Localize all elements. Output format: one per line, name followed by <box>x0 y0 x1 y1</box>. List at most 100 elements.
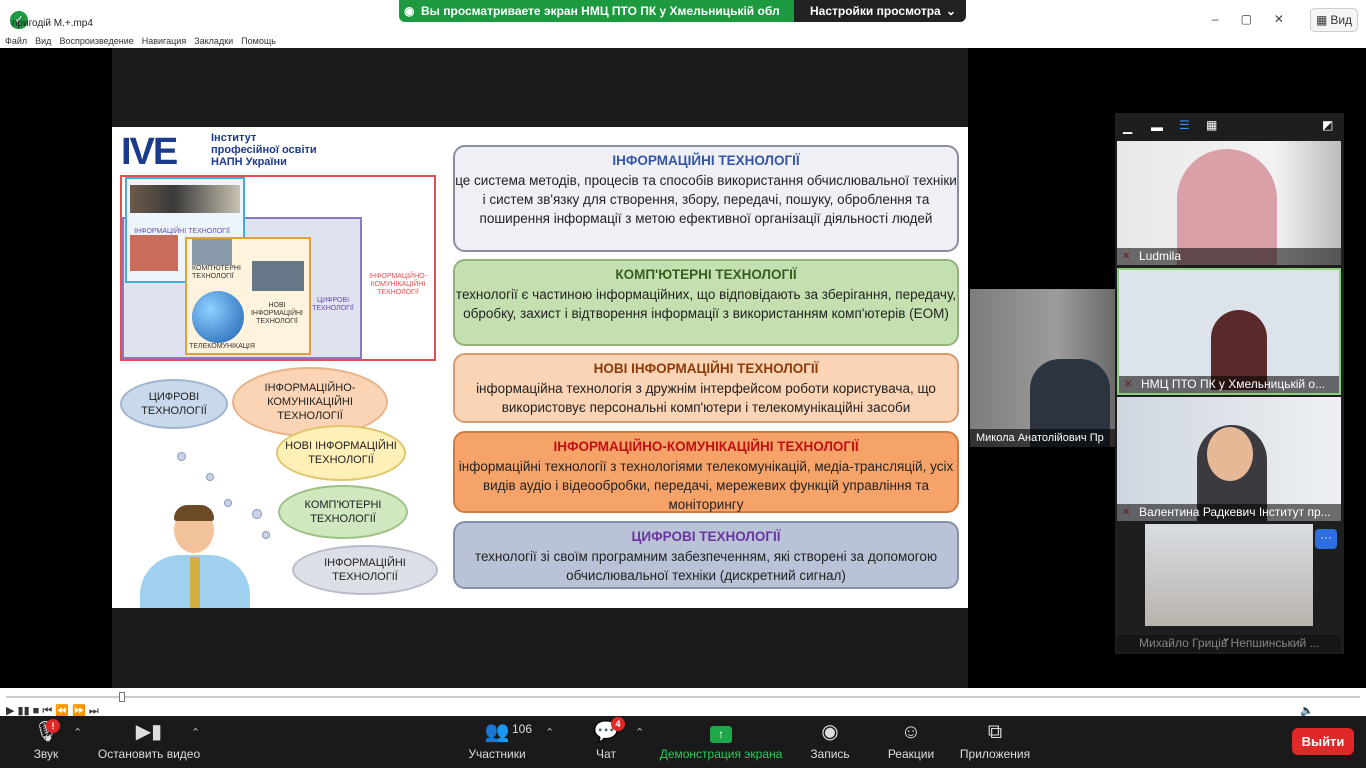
share-screen-label: Демонстрация экрана <box>659 747 783 761</box>
card-text: технології зі своїм програмним забезпече… <box>474 549 938 583</box>
participant-name: Валентина Радкевич Інститут пр... <box>1117 504 1341 521</box>
participants-label: Участники <box>468 747 526 761</box>
gallery-view-icon[interactable]: ▦ <box>1206 118 1218 132</box>
card-title: НОВІ ІНФОРМАЦІЙНІ ТЕХНОЛОГІЇ <box>593 361 819 376</box>
share-screen-icon: ↑ <box>656 717 786 747</box>
share-banner-text: Вы просматриваете экран НМЦ ПТО ПК у Хме… <box>421 4 780 18</box>
ict-box <box>120 175 436 361</box>
thought-bubble <box>206 473 214 481</box>
chat-label: Чат <box>596 747 616 761</box>
logo-line: НАПН України <box>211 156 287 168</box>
devices-image <box>252 261 304 291</box>
new-it-label: НОВІ ІНФОРМАЦІЙНІ ТЕХНОЛОГІЇ <box>250 302 303 325</box>
more-options-button[interactable]: ··· <box>1315 529 1337 549</box>
card-text: інформаційна технологія з дружнім інтерф… <box>476 381 936 415</box>
globe-image <box>192 291 244 343</box>
shield-icon: ◉ <box>404 4 415 18</box>
minimize-icon[interactable]: ▁ <box>1123 120 1133 134</box>
exit-fullscreen-icon[interactable]: ◩ <box>1322 118 1334 132</box>
card-computer: КОМП'ЮТЕРНІ ТЕХНОЛОГІЇ технології є части… <box>453 259 959 346</box>
participants-count: 106 <box>512 722 533 736</box>
participants-options-caret[interactable]: ⌃ <box>545 727 555 739</box>
shield-icon: ✓ <box>10 11 28 29</box>
participants-icon: 👥 <box>484 721 510 743</box>
grid-icon: ▦ <box>1315 13 1328 27</box>
menu-playback[interactable]: Воспроизведение <box>59 36 134 46</box>
gallery-strip-icon[interactable]: ☰ <box>1179 118 1190 132</box>
chat-badge: 4 <box>611 717 625 731</box>
card-title: КОМП'ЮТЕРНІ ТЕХНОЛОГІЇ <box>615 267 797 282</box>
speaker-name: Микола Анатолійович Пр <box>970 429 1115 447</box>
card-text: інформаційні технології з технологіями т… <box>458 459 954 512</box>
speaker-video-tile[interactable]: Микола Анатолійович Пр <box>970 289 1115 447</box>
ict-label: ІНФОРМАЦІЙНО-КОМУНІКАЦІЙНІ ТЕХНОЛОГІЇ <box>369 273 427 296</box>
video-camera-icon: ▶▮ <box>135 721 163 743</box>
video-button[interactable]: ▶▮ Остановить видео <box>94 717 204 761</box>
media-player-bar: ▶ ▮▮ ■ ⏮ ⏪ ⏩ ⏭ 🔈 <box>0 688 1366 717</box>
participant-tile[interactable]: ✕ Валентина Радкевич Інститут пр... <box>1117 397 1341 521</box>
audio-warning-badge: ! <box>46 719 60 733</box>
view-settings-button[interactable]: Настройки просмотра⌄ <box>794 0 966 22</box>
audio-label: Звук <box>33 747 59 761</box>
reactions-button[interactable]: ☺ Реакции <box>881 717 941 761</box>
smiley-icon: ☺ <box>900 721 922 743</box>
participant-tile[interactable]: ✕ НМЦ ПТО ПК у Хмельницькій о... <box>1117 268 1341 395</box>
logo-line: професійної освіти <box>211 144 317 156</box>
chevron-down-icon[interactable]: ⌄ <box>1221 630 1232 644</box>
participant-face <box>1207 427 1253 481</box>
participant-tile[interactable]: ✕ Ludmila <box>1117 141 1341 265</box>
participant-name: НМЦ ПТО ПК у Хмельницькій о... <box>1119 376 1339 393</box>
play-icon[interactable]: ▶ ▮▮ ■ ⏮ ⏪ ⏩ ⏭ <box>6 705 99 717</box>
thought-bubble <box>177 452 186 461</box>
video-label: Остановить видео <box>97 747 201 761</box>
view-button[interactable]: ▦Вид <box>1310 8 1358 32</box>
chat-options-caret[interactable]: ⌃ <box>635 727 645 739</box>
cloud-digital: ЦИФРОВІ ТЕХНОЛОГІЇ <box>120 379 228 429</box>
ive-logo: IVE <box>121 131 178 173</box>
card-text: це система методів, процесів та способів… <box>455 173 957 226</box>
computer-image <box>192 239 232 265</box>
apps-button[interactable]: ⧉ Приложения <box>955 717 1035 761</box>
thought-bubble <box>262 531 270 539</box>
reactions-label: Реакции <box>887 747 935 761</box>
card-text: технології є частиною інформаційних, що … <box>455 287 957 321</box>
leave-button[interactable]: Выйти <box>1292 728 1354 755</box>
participant-tile[interactable]: ··· ⌄ Михайло Гриців Непшинський ... <box>1117 524 1341 652</box>
record-button[interactable]: ◉ Запись <box>800 717 860 761</box>
telecom-label: ТЕЛЕКОМУНІКАЦІЯ <box>189 343 255 350</box>
menu-view[interactable]: Вид <box>35 36 52 46</box>
it-label: ІНФОРМАЦІЙНІ ТЕХНОЛОГІЇ <box>134 228 230 235</box>
window-title: пригодій М.+.mp4 <box>12 18 93 29</box>
menu-navigation[interactable]: Навигация <box>141 36 187 46</box>
view-settings-label: Настройки просмотра <box>810 4 941 18</box>
participants-button[interactable]: 👥 Участники <box>462 717 532 761</box>
menu-file[interactable]: Файл <box>5 36 28 46</box>
cloud-ict: ІНФОРМАЦІЙНО-КОМУНІКАЦІЙНІ ТЕХНОЛОГІЇ <box>232 367 388 437</box>
card-title: ІНФОРМАЦІЙНО-КОМУНІКАЦІЙНІ ТЕХНОЛОГІЇ <box>553 439 859 454</box>
device-image <box>130 185 240 213</box>
record-label: Запись <box>810 747 850 761</box>
seek-handle[interactable] <box>119 692 125 702</box>
cloud-it: ІНФОРМАЦІЙНІ ТЕХНОЛОГІЇ <box>292 545 438 595</box>
video-options-caret[interactable]: ⌃ <box>191 727 201 739</box>
cloud-computer: КОМП'ЮТЕРНІ ТЕХНОЛОГІЇ <box>278 485 408 539</box>
seek-track[interactable] <box>6 696 1360 698</box>
participant-name: Ludmila <box>1117 248 1341 265</box>
menu-bar: Файл Вид Воспроизведение Навигация Закла… <box>0 34 1366 48</box>
thought-bubble <box>224 499 232 507</box>
menu-help[interactable]: Помощь <box>241 36 276 46</box>
logo-text: Інститут професійної освіти НАПН України <box>211 132 317 168</box>
share-screen-button[interactable]: ↑ Демонстрация экрана <box>656 717 786 761</box>
window-controls[interactable]: –▢✕ <box>1211 12 1306 26</box>
volume-icon[interactable]: 🔈 <box>1300 705 1314 717</box>
cloud-new-it: НОВІ ІНФОРМАЦІЙНІ ТЕХНОЛОГІЇ <box>276 425 406 481</box>
logo-line: Інститут <box>211 132 257 144</box>
menu-bookmarks[interactable]: Закладки <box>194 36 234 46</box>
audio-options-caret[interactable]: ⌃ <box>73 727 83 739</box>
thought-bubble <box>252 509 262 519</box>
computer-label: КОМП'ЮТЕРНІ ТЕХНОЛОГІЇ <box>192 265 241 280</box>
speaker-view-icon[interactable]: ▬ <box>1151 120 1163 134</box>
apps-label: Приложения <box>959 747 1031 761</box>
